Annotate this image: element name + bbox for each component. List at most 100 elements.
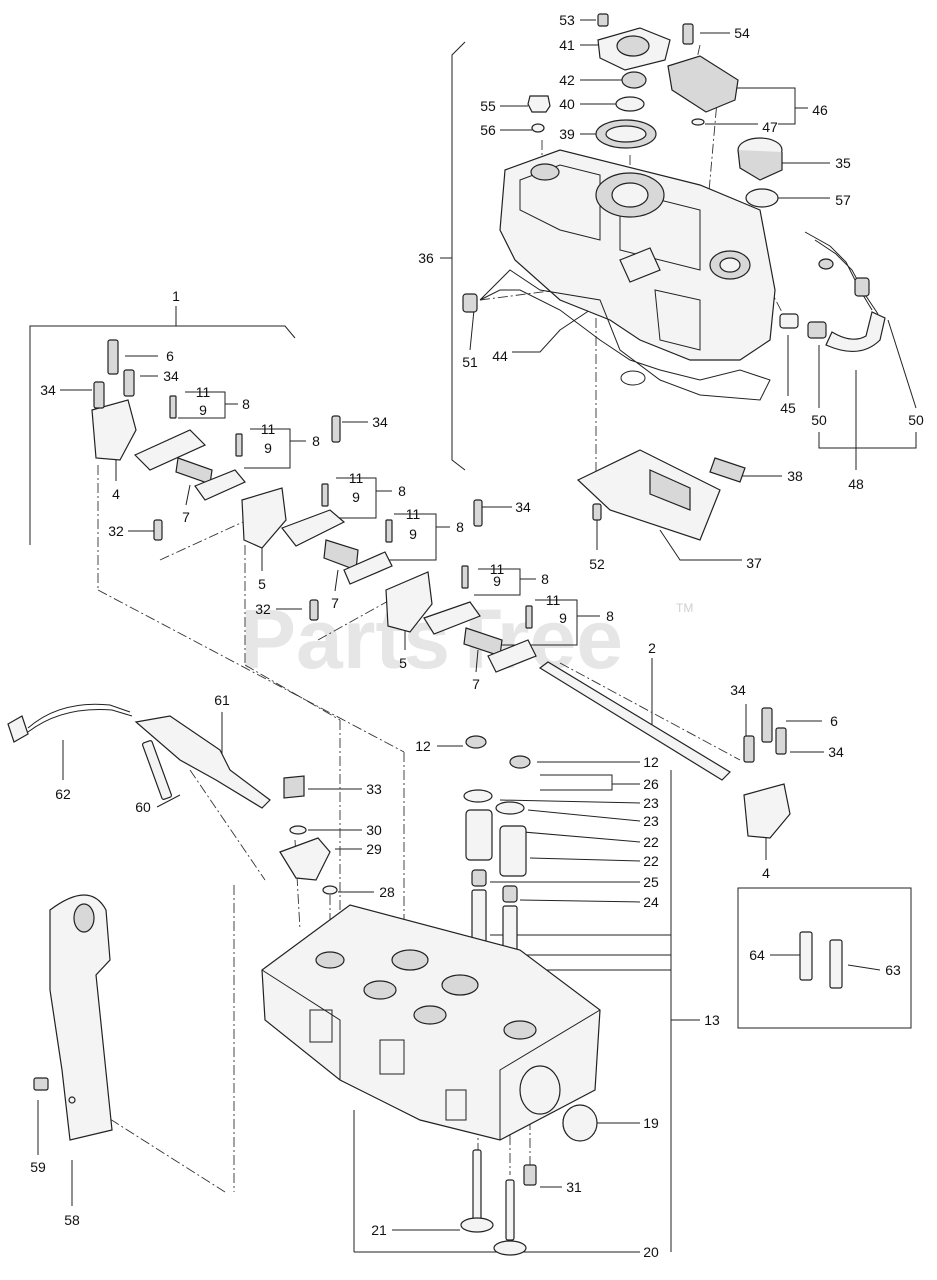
callout-50[interactable]: 50 <box>908 412 924 428</box>
callout-54[interactable]: 54 <box>734 25 750 41</box>
cover-gasket <box>479 269 771 401</box>
callout-34[interactable]: 34 <box>40 382 56 398</box>
callout-8[interactable]: 8 <box>606 608 614 624</box>
callout-11[interactable]: 11 <box>490 561 505 577</box>
deflector-plate <box>576 449 746 541</box>
callout-30[interactable]: 30 <box>366 822 382 838</box>
callout-45[interactable]: 45 <box>780 400 796 416</box>
callout-57[interactable]: 57 <box>835 192 851 208</box>
callout-48[interactable]: 48 <box>848 476 864 492</box>
callout-47[interactable]: 47 <box>762 119 778 135</box>
callout-28[interactable]: 28 <box>379 884 395 900</box>
callout-9[interactable]: 9 <box>264 440 272 456</box>
callout-12[interactable]: 12 <box>415 738 431 754</box>
callout-33[interactable]: 33 <box>366 781 382 797</box>
callout-11[interactable]: 11 <box>546 592 561 608</box>
callout-9[interactable]: 9 <box>199 402 207 418</box>
valve-cover <box>499 149 776 361</box>
callout-61[interactable]: 61 <box>214 692 230 708</box>
callout-60[interactable]: 60 <box>135 799 151 815</box>
callout-37[interactable]: 37 <box>746 555 762 571</box>
valve-guide-63-64 <box>799 931 843 989</box>
callout-59[interactable]: 59 <box>30 1159 46 1175</box>
callout-29[interactable]: 29 <box>366 841 382 857</box>
callout-13[interactable]: 13 <box>704 1012 720 1028</box>
callout-50[interactable]: 50 <box>811 412 827 428</box>
callout-36[interactable]: 36 <box>418 250 434 266</box>
callout-23[interactable]: 23 <box>643 813 659 829</box>
callout-21[interactable]: 21 <box>371 1222 387 1238</box>
callout-8[interactable]: 8 <box>541 571 549 587</box>
callout-1[interactable]: 1 <box>172 288 180 304</box>
callout-7[interactable]: 7 <box>182 509 190 525</box>
callout-6[interactable]: 6 <box>830 713 838 729</box>
callout-19[interactable]: 19 <box>643 1115 659 1131</box>
callout-26[interactable]: 26 <box>643 776 659 792</box>
callout-7[interactable]: 7 <box>472 676 480 692</box>
callout-41[interactable]: 41 <box>559 37 575 53</box>
callout-8[interactable]: 8 <box>242 396 250 412</box>
callout-9[interactable]: 9 <box>559 610 567 626</box>
callout-35[interactable]: 35 <box>835 155 851 171</box>
seal-ring <box>562 1104 598 1142</box>
glow-plug-parts <box>7 703 338 895</box>
callout-6[interactable]: 6 <box>166 348 174 364</box>
callout-9[interactable]: 9 <box>409 526 417 542</box>
callout-4[interactable]: 4 <box>762 865 770 881</box>
callout-34[interactable]: 34 <box>372 414 388 430</box>
rocker-shaft <box>538 661 791 839</box>
callout-7[interactable]: 7 <box>331 595 339 611</box>
callout-64[interactable]: 64 <box>749 947 765 963</box>
gasket-ring <box>620 370 646 386</box>
callout-34[interactable]: 34 <box>828 744 844 760</box>
callout-22[interactable]: 22 <box>643 834 659 850</box>
valve-train <box>460 735 537 1256</box>
callout-51[interactable]: 51 <box>462 354 478 370</box>
callout-23[interactable]: 23 <box>643 795 659 811</box>
callout-8[interactable]: 8 <box>398 483 406 499</box>
callout-11[interactable]: 11 <box>261 421 276 437</box>
callout-8[interactable]: 8 <box>456 519 464 535</box>
callout-40[interactable]: 40 <box>559 96 575 112</box>
callout-20[interactable]: 20 <box>643 1244 659 1260</box>
callout-55[interactable]: 55 <box>480 98 496 114</box>
watermark-tm: TM <box>676 601 693 615</box>
callout-22[interactable]: 22 <box>643 853 659 869</box>
callout-44[interactable]: 44 <box>492 348 508 364</box>
callout-63[interactable]: 63 <box>885 962 901 978</box>
rocker-assembly <box>91 339 537 673</box>
callout-38[interactable]: 38 <box>787 468 803 484</box>
callout-8[interactable]: 8 <box>312 433 320 449</box>
callout-42[interactable]: 42 <box>559 72 575 88</box>
callout-9[interactable]: 9 <box>493 573 501 589</box>
callout-5[interactable]: 5 <box>258 576 266 592</box>
callout-32[interactable]: 32 <box>108 523 124 539</box>
callout-52[interactable]: 52 <box>589 556 605 572</box>
callout-11[interactable]: 11 <box>406 506 421 522</box>
callout-24[interactable]: 24 <box>643 894 659 910</box>
callout-32[interactable]: 32 <box>255 601 271 617</box>
callout-53[interactable]: 53 <box>559 12 575 28</box>
callout-31[interactable]: 31 <box>566 1179 582 1195</box>
callout-46[interactable]: 46 <box>812 102 828 118</box>
callout-34[interactable]: 34 <box>163 368 179 384</box>
callout-39[interactable]: 39 <box>559 126 575 142</box>
callout-34[interactable]: 34 <box>730 682 746 698</box>
callout-11[interactable]: 11 <box>349 470 364 486</box>
callout-11[interactable]: 11 <box>196 384 211 400</box>
callout-56[interactable]: 56 <box>480 122 496 138</box>
callout-9[interactable]: 9 <box>352 489 360 505</box>
callout-58[interactable]: 58 <box>64 1212 80 1228</box>
callout-62[interactable]: 62 <box>55 786 71 802</box>
callout-2[interactable]: 2 <box>648 640 656 656</box>
callout-12[interactable]: 12 <box>643 754 659 770</box>
callout-4[interactable]: 4 <box>112 486 120 502</box>
callout-34[interactable]: 34 <box>515 499 531 515</box>
inset-box <box>737 887 912 1029</box>
breather-parts <box>527 13 783 208</box>
callout-25[interactable]: 25 <box>643 874 659 890</box>
lifting-bracket <box>33 894 113 1141</box>
callout-5[interactable]: 5 <box>399 655 407 671</box>
